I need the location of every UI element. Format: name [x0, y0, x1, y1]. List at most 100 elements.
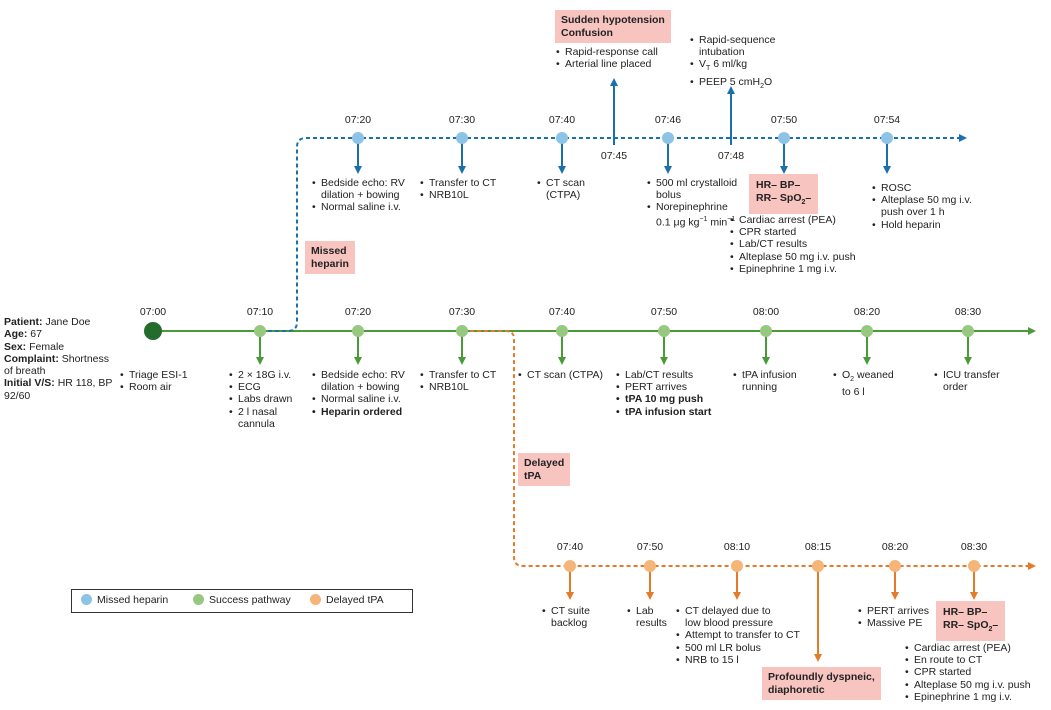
note-item: Massive PE	[858, 617, 929, 629]
orange-time-label: 07:50	[636, 541, 664, 553]
note-item: CT scan (CTPA)	[518, 369, 603, 381]
note-item: VT 6 ml/kg	[690, 58, 775, 75]
note-item: Epinephrine 1 mg i.v.	[905, 691, 1031, 703]
blue-time-label: 07:48	[717, 150, 745, 162]
green-note-0740: CT scan (CTPA)	[518, 369, 603, 381]
green-node-dot-icon	[556, 325, 568, 337]
green-time-label: 07:40	[548, 306, 576, 318]
blue-node-dot-icon	[881, 132, 893, 144]
vitals-alert-blue: HR– BP– RR– SpO2–	[749, 174, 819, 215]
legend-item-missed-heparin: Missed heparin	[81, 593, 168, 606]
green-node-dot-icon	[456, 325, 468, 337]
note-item: Lab/CT results	[730, 238, 856, 250]
note-item: Rapid-response call	[556, 46, 658, 58]
orange-node-dot-icon	[812, 560, 824, 572]
note-item: Alteplase 50 mg i.v.push over 1 h	[872, 194, 972, 218]
alert-line: Sudden hypotension	[561, 14, 665, 26]
note-item: NRB10L	[420, 381, 496, 393]
legend-green-dot-icon	[193, 593, 204, 605]
note-item: Epinephrine 1 mg i.v.	[730, 263, 856, 275]
note-item: PERT arrives	[858, 605, 929, 617]
orange-node-dot-icon	[889, 560, 901, 572]
green-time-label: 07:00	[139, 306, 167, 318]
blue-note-0750: Cardiac arrest (PEA) CPR started Lab/CT …	[730, 214, 856, 275]
green-time-label: 07:50	[650, 306, 678, 318]
green-note-0730: Transfer to CT NRB10L	[420, 369, 496, 394]
note-item: CPR started	[730, 226, 856, 238]
note-item: Lab/CT results	[616, 369, 711, 381]
note-item: Attempt to transfer to CT	[676, 629, 800, 641]
blue-node-dot-icon	[456, 132, 468, 144]
green-node-dot-icon	[962, 325, 974, 337]
note-item: Transfer to CT	[420, 177, 496, 189]
note-item: Arterial line placed	[556, 58, 658, 70]
note-item: En route to CT	[905, 654, 1031, 666]
note-item: Triage ESI-1	[120, 369, 188, 381]
blue-time-label: 07:30	[448, 114, 476, 126]
note-item: Normal saline i.v.	[312, 393, 405, 405]
note-item: PERT arrives	[616, 381, 711, 393]
note-item: Transfer to CT	[420, 369, 496, 381]
orange-note-0820: PERT arrives Massive PE	[858, 605, 929, 630]
green-time-label: 07:10	[246, 306, 274, 318]
orange-time-label: 08:30	[960, 541, 988, 553]
patient-sex: Female	[29, 340, 65, 353]
hypotension-alert: Sudden hypotension Confusion	[555, 10, 671, 43]
dyspneic-alert: Profoundly dyspneic, diaphoretic	[762, 667, 881, 700]
patient-age-label: Age:	[4, 328, 28, 341]
note-item: CPR started	[905, 666, 1031, 678]
green-time-label: 08:30	[954, 306, 982, 318]
orange-node-dot-icon	[731, 560, 743, 572]
note-item: Alteplase 50 mg i.v. push	[730, 251, 856, 263]
note-item: Room air	[120, 381, 188, 393]
note-item: Normal saline i.v.	[312, 201, 405, 213]
blue-time-label: 07:40	[548, 114, 576, 126]
legend-blue-dot-icon	[81, 593, 92, 605]
note-item: Hold heparin	[872, 219, 972, 231]
delayed-tpa-timeline-line	[470, 330, 1036, 570]
note-item: 2 × 18G i.v.	[229, 369, 292, 381]
patient-vs: HR 118, BP 92/60	[4, 377, 113, 402]
patient-info: Patient: Jane Doe Age: 67 Sex: Female Co…	[4, 316, 116, 402]
blue-time-label: 07:50	[770, 114, 798, 126]
note-item-bold: tPA infusion start	[616, 406, 711, 418]
blue-node-dot-icon	[352, 132, 364, 144]
blue-note-0730: Transfer to CT NRB10L	[420, 177, 496, 202]
blue-time-label: 07:54	[873, 114, 901, 126]
blue-note-0754: ROSC Alteplase 50 mg i.v.push over 1 h H…	[872, 182, 972, 231]
delayed-tpa-alert: Delayed tPA	[518, 453, 571, 486]
blue-time-label: 07:20	[344, 114, 372, 126]
legend: Missed heparin Success pathway Delayed t…	[71, 589, 413, 613]
note-item: CT scan(CTPA)	[537, 177, 585, 201]
orange-time-label: 07:40	[556, 541, 584, 553]
green-time-label: 08:20	[853, 306, 881, 318]
patient-vs-label: Initial V/S:	[4, 377, 55, 390]
alert-line: Confusion	[561, 26, 613, 39]
patient-age: 67	[30, 328, 42, 341]
green-note-0700: Triage ESI-1 Room air	[120, 369, 188, 394]
blue-node-dot-icon	[662, 132, 674, 144]
green-node-dot-icon	[760, 325, 772, 337]
patient-name: Jane Doe	[45, 316, 91, 328]
note-item-bold: Heparin ordered	[312, 406, 405, 418]
blue-up-note-1: Rapid-response call Arterial line placed	[556, 46, 658, 71]
